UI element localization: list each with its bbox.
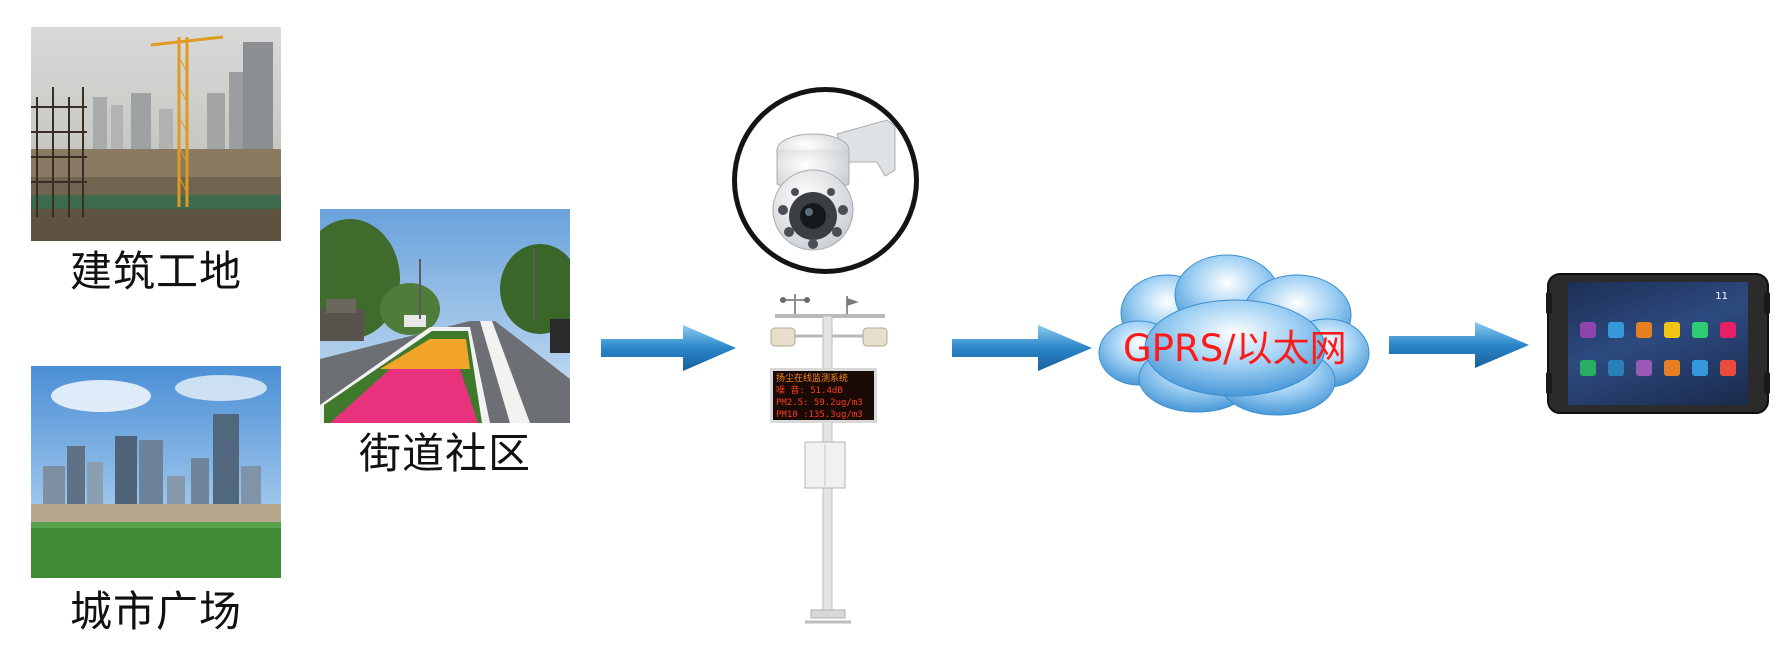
dome-camera-image xyxy=(772,119,896,251)
app-icon-4 xyxy=(1664,322,1680,338)
street-caption: 街道社区 xyxy=(358,429,531,478)
led-line-pm10: PM10 :135.3ug/m3 xyxy=(776,410,863,420)
app-icon-3 xyxy=(1636,322,1652,338)
arrow-to-terminal-icon xyxy=(1389,322,1529,368)
app-icon-2 xyxy=(1608,322,1624,338)
led-line-noise: 噪 音: 51.4dB xyxy=(776,386,843,396)
tablet-clock: 11 xyxy=(1715,291,1728,302)
app-icon-1 xyxy=(1580,322,1596,338)
app-icon-5 xyxy=(1692,322,1708,338)
city-square-photo xyxy=(31,366,281,578)
app-icon-12 xyxy=(1720,360,1736,376)
led-line-pm25: PM2.5: 59.2ug/m3 xyxy=(776,398,863,408)
app-icon-6 xyxy=(1720,322,1736,338)
app-icon-9 xyxy=(1636,360,1652,376)
tablet-screen: 11 xyxy=(1568,282,1748,405)
app-icon-8 xyxy=(1608,360,1624,376)
arrow-to-monitor-icon xyxy=(601,325,736,371)
city-square-image xyxy=(31,366,281,578)
app-icon-11 xyxy=(1692,360,1708,376)
led-display-board: 扬尘在线监测系统 噪 音: 51.4dB PM2.5: 59.2ug/m3 PM… xyxy=(770,368,877,423)
construction-site-caption: 建筑工地 xyxy=(69,247,242,296)
city-square-caption: 城市广场 xyxy=(69,587,242,636)
dome-camera-icon xyxy=(732,87,919,274)
network-label: GPRS/以太网 xyxy=(1123,327,1347,370)
street-photo xyxy=(320,209,570,423)
monitoring-station-icon xyxy=(770,294,888,624)
street-image xyxy=(320,209,570,423)
cloud-icon xyxy=(1098,254,1370,416)
construction-site-photo xyxy=(31,27,281,241)
arrow-to-network-icon xyxy=(952,325,1092,371)
construction-site-image xyxy=(31,27,281,241)
led-line-title: 扬尘在线监测系统 xyxy=(776,374,849,384)
app-icon-7 xyxy=(1580,360,1596,376)
app-icon-10 xyxy=(1664,360,1680,376)
